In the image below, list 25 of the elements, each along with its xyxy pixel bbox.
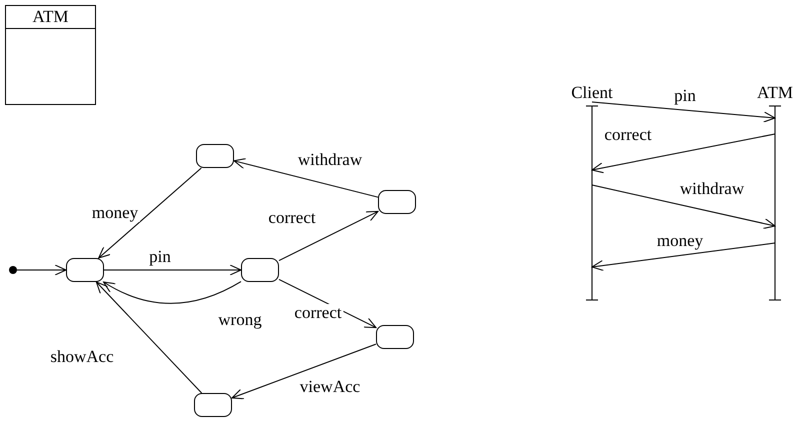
class-box <box>5 5 96 105</box>
state-box <box>194 393 232 417</box>
class-name: ATM <box>6 6 95 29</box>
arrow <box>96 282 202 394</box>
state-box <box>376 325 414 349</box>
lifeline-label: Client <box>571 84 613 102</box>
edge-label: pin <box>672 87 698 105</box>
state-box <box>196 144 234 168</box>
arrow <box>278 210 378 262</box>
arrow <box>592 102 776 123</box>
arrow <box>592 184 776 229</box>
state-box <box>66 258 104 282</box>
lifeline-label: ATM <box>757 84 793 102</box>
arrow <box>592 242 776 272</box>
edge-label: pin <box>147 248 173 266</box>
state-box <box>378 190 416 214</box>
state-box <box>241 258 279 282</box>
arrow <box>592 134 776 174</box>
arrow <box>16 264 66 276</box>
arrow <box>234 158 378 198</box>
arrow <box>232 344 376 400</box>
arrow <box>98 168 202 258</box>
arrow <box>104 264 242 276</box>
arrow <box>103 281 242 304</box>
initial-state-dot <box>9 266 17 274</box>
